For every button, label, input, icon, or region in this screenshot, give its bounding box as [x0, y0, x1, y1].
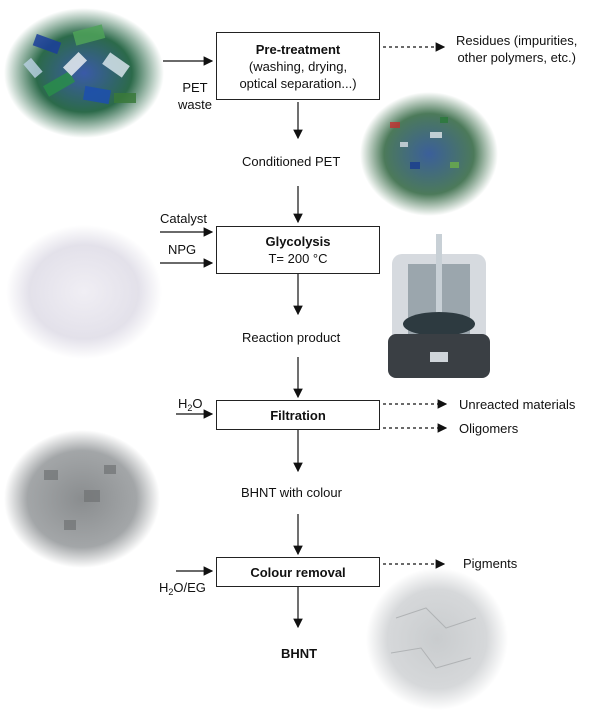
water-eg-rest: O/EG [173, 580, 206, 595]
water-eg-h: H [159, 580, 169, 595]
bhnt-coloured-photo [4, 430, 160, 568]
water-label: H2O [178, 395, 203, 414]
residues-label: Residues (impurities, other polymers, et… [456, 32, 577, 66]
residues-line-1: Residues (impurities, [456, 33, 578, 48]
reaction-product-label: Reaction product [242, 330, 341, 345]
oligomers-label: Oligomers [459, 421, 519, 436]
glycolysis-title: Glycolysis [265, 234, 331, 249]
pretreatment-detail: (washing, drying, [248, 58, 348, 74]
pet-waste-line-2: waste [178, 97, 212, 112]
water-subscript: 2 [187, 403, 193, 413]
conditioned-pet-photo [360, 92, 498, 216]
conditioned-pet-label: Conditioned PET [242, 154, 341, 169]
water-eg-label: H2O/EG [159, 579, 206, 598]
npg-label: NPG [168, 242, 197, 257]
filtration-box: Filtration [216, 400, 380, 430]
pretreatment-title: Pre-treatment [255, 41, 341, 57]
pretreatment-box: Pre-treatment (washing, drying, optical … [216, 32, 380, 100]
catalyst-label: Catalyst [160, 211, 207, 226]
bhnt-with-colour-label: BHNT with colour [241, 485, 342, 500]
colour-removal-title: Colour removal [250, 564, 346, 580]
water-eg-subscript: 2 [168, 587, 174, 597]
glycolysis-temperature: T= 200 °C [268, 251, 328, 266]
residues-line-2: other polymers, etc.) [457, 50, 576, 65]
unreacted-materials-label: Unreacted materials [459, 397, 576, 412]
npg-powder-photo [6, 225, 162, 359]
bhnt-final-photo [366, 568, 508, 710]
pet-waste-label: PET waste [178, 79, 212, 113]
pet-waste-line-1: PET [182, 80, 208, 95]
filtration-title: Filtration [270, 407, 326, 423]
pet-waste-photo [4, 8, 164, 138]
pretreatment-detail-2: optical separation...) [239, 75, 357, 91]
water-o: O [192, 396, 203, 411]
bhnt-label: BHNT [281, 646, 318, 661]
water-h: H [178, 396, 188, 411]
pigments-label: Pigments [463, 556, 518, 571]
glycolysis-box: Glycolysis T= 200 °C [216, 226, 380, 274]
colour-removal-box: Colour removal [216, 557, 380, 587]
reactor-photo [378, 234, 500, 392]
